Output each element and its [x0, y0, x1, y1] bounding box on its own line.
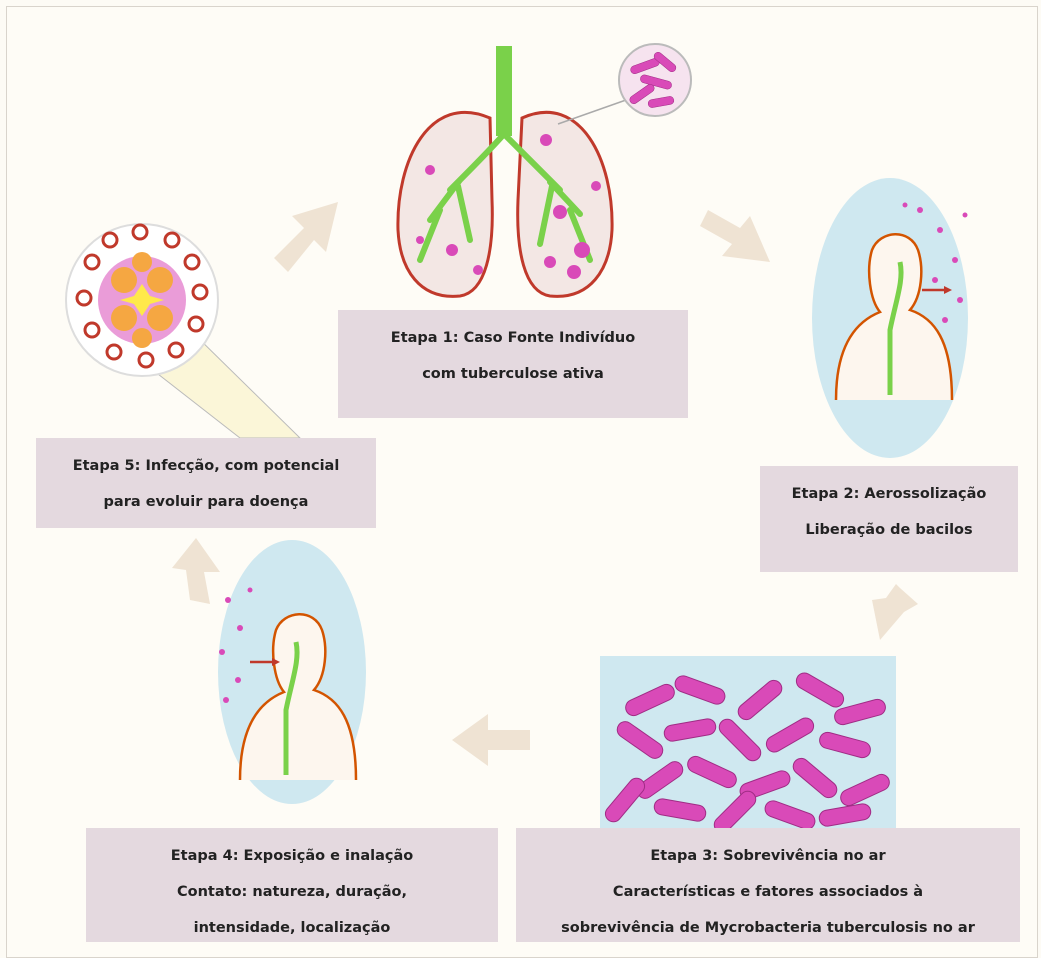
stage-4-label: Etapa 4: Exposição e inalação Contato: n… [86, 828, 498, 942]
cycle-arrow-2-to-3 [872, 584, 918, 640]
stage-2-line-2: Liberação de bacilos [760, 512, 1018, 548]
stage-1-line-1: Etapa 1: Caso Fonte Indivíduo [338, 320, 688, 356]
stage-1-label: Etapa 1: Caso Fonte Indivíduo com tuberc… [338, 310, 688, 418]
stage-2-line-1: Etapa 2: Aerossolização [760, 476, 1018, 512]
cycle-arrow-3-to-4 [452, 714, 530, 766]
stage-3-line-1: Etapa 3: Sobrevivência no ar [516, 838, 1020, 874]
person-inhaling-illustration [218, 540, 366, 804]
stage-5-line-2: para evoluir para doença [36, 484, 376, 520]
lungs-illustration [398, 44, 691, 296]
cycle-arrow-5-to-1 [274, 202, 338, 272]
stage-5-label: Etapa 5: Infecção, com potencial para ev… [36, 438, 376, 528]
person-exhaling-illustration [812, 178, 968, 458]
stage-3-line-2: Características e fatores associados à [516, 874, 1020, 910]
stage-4-line-3: intensidade, localização [86, 910, 498, 946]
stage-4-line-2: Contato: natureza, duração, [86, 874, 498, 910]
stage-4-line-1: Etapa 4: Exposição e inalação [86, 838, 498, 874]
stage-3-line-3: sobrevivência de Mycrobacteria tuberculo… [516, 910, 1020, 946]
bacilli-field-illustration [600, 656, 896, 836]
stage-2-label: Etapa 2: Aerossolização Liberação de bac… [760, 466, 1018, 572]
stage-5-line-1: Etapa 5: Infecção, com potencial [36, 448, 376, 484]
cycle-arrow-4-to-5 [172, 538, 220, 604]
cycle-arrow-1-to-2 [700, 210, 770, 262]
stage-3-label: Etapa 3: Sobrevivência no ar Característ… [516, 828, 1020, 942]
stage-1-line-2: com tuberculose ativa [338, 356, 688, 392]
granuloma-illustration [66, 224, 300, 438]
